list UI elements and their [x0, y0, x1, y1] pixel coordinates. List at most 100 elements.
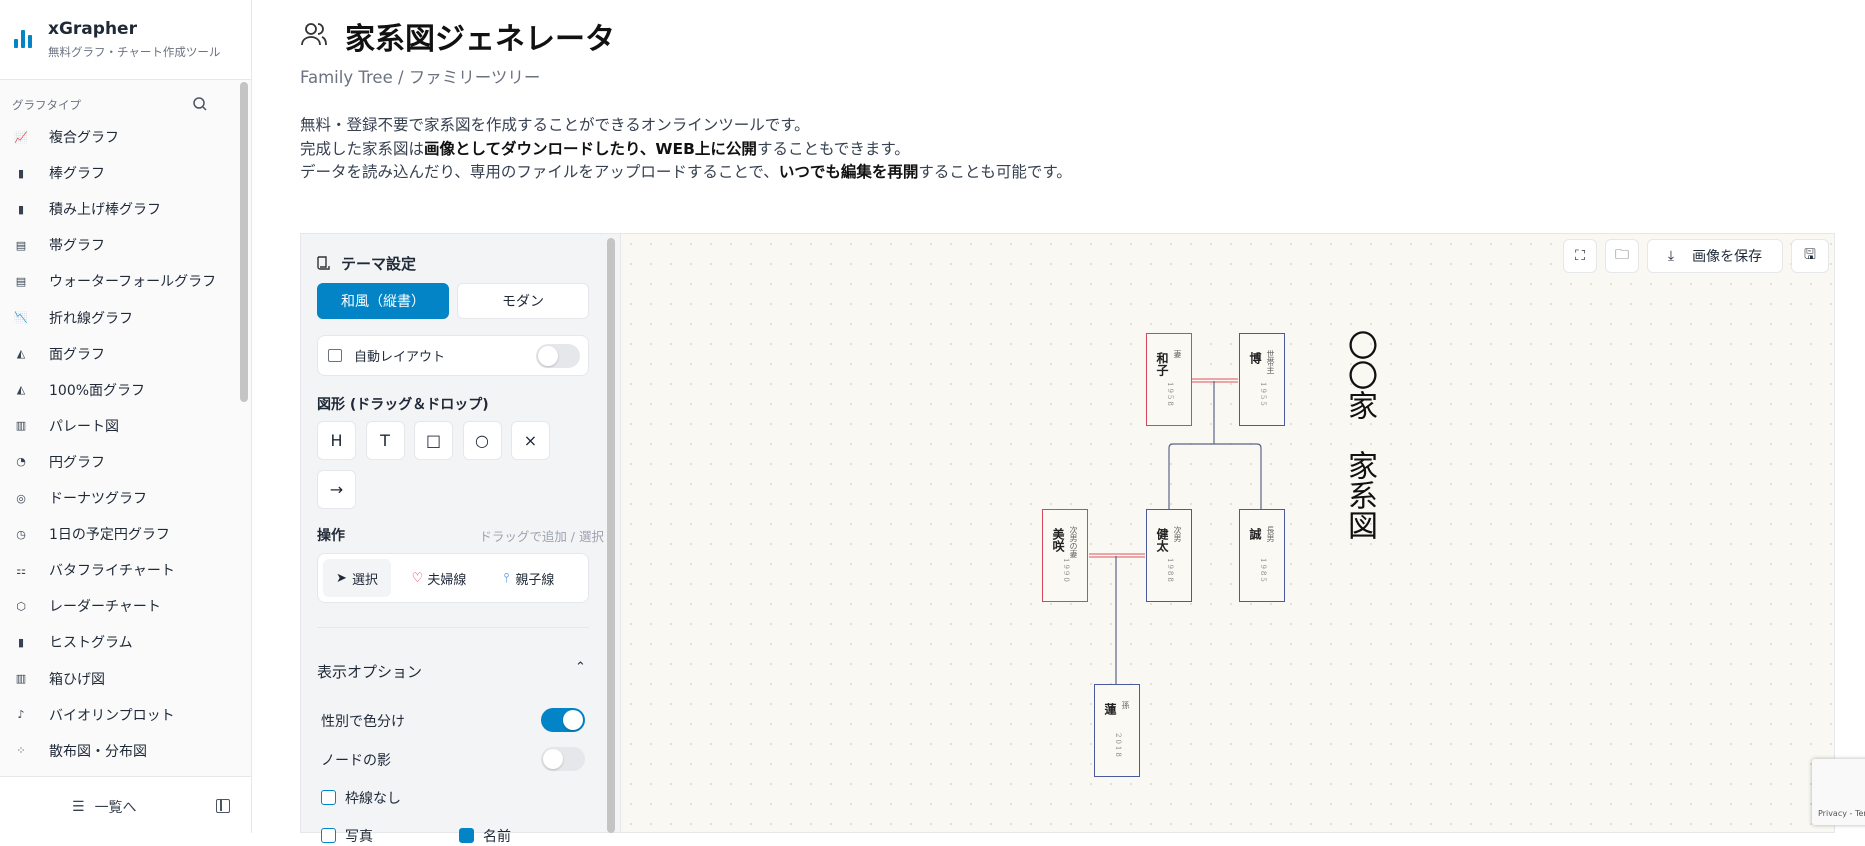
- chevron-up-icon[interactable]: ⌃: [575, 660, 586, 675]
- sidebar-item[interactable]: ▮積み上げ棒グラフ: [0, 192, 236, 226]
- sidebar-item[interactable]: ▥パレート図: [0, 409, 236, 443]
- shape-tool-button[interactable]: H: [317, 421, 356, 460]
- sidebar-item[interactable]: ▥箱ひげ図: [0, 662, 236, 696]
- person-year: 1955: [1259, 382, 1267, 408]
- bar-chart-icon: ▮: [17, 166, 25, 180]
- sidebar-item-label: 100%面グラフ: [49, 382, 146, 399]
- area-100-icon: ◭: [16, 383, 26, 397]
- save-image-button[interactable]: ⤓画像を保存: [1647, 239, 1783, 273]
- sidebar-item[interactable]: ▤ウォーターフォールグラフ: [0, 264, 236, 298]
- shape-tool-button[interactable]: ○: [462, 421, 502, 460]
- sidebar-item-label: レーダーチャート: [49, 599, 161, 616]
- shape-tool-button[interactable]: ×: [511, 421, 550, 460]
- theme-modern-button[interactable]: モダン: [457, 283, 589, 319]
- sidebar-item-label: 面グラフ: [49, 346, 105, 363]
- fullscreen-icon[interactable]: ⛶: [1563, 239, 1597, 273]
- search-icon[interactable]: [192, 96, 208, 112]
- description-text: することもできます。: [756, 139, 910, 158]
- sidebar-item[interactable]: ◭ 100%面グラフ: [0, 373, 236, 407]
- pareto-icon: ▥: [15, 419, 27, 433]
- folder-icon[interactable]: 🗀: [1605, 239, 1639, 273]
- no-border-checkbox[interactable]: [321, 790, 336, 805]
- auto-layout-row: 自動レイアウト: [317, 335, 589, 376]
- sidebar-item-label: 棒グラフ: [49, 166, 105, 183]
- sidebar-item[interactable]: ▤帯グラフ: [0, 228, 236, 262]
- theme-icon: [317, 256, 330, 270]
- histogram-icon: ▮: [17, 635, 25, 649]
- person-name: 健太: [1155, 528, 1169, 552]
- shape-tool-button[interactable]: T: [365, 421, 405, 460]
- shape-tool-button[interactable]: →: [317, 470, 356, 509]
- auto-layout-label: 自動レイアウト: [354, 350, 446, 365]
- person-name: 和子: [1155, 352, 1169, 376]
- donut-icon: ◎: [16, 491, 26, 505]
- sidebar-item[interactable]: ▮ ヒストグラム: [0, 625, 236, 659]
- sidebar-item-label: 帯グラフ: [49, 238, 105, 255]
- settings-panel: テーマ設定 和風（縦書） モダン 自動レイアウト 図形 (ドラッグ＆ドロップ) …: [300, 233, 620, 845]
- stacked-bar-icon: ▮: [17, 202, 25, 216]
- line-chart-icon: 📉: [14, 311, 28, 324]
- op-parent-child-line[interactable]: ⫯親子線: [489, 559, 569, 597]
- person-year: 1985: [1259, 558, 1267, 584]
- sidebar-item[interactable]: ◎ ドーナツグラフ: [0, 481, 236, 515]
- op-select[interactable]: ➤選択: [323, 559, 391, 597]
- shape-tool-button[interactable]: □: [414, 421, 453, 460]
- sidebar-item-label: バイオリンプロット: [49, 707, 175, 724]
- person-role: 長男: [1266, 526, 1275, 542]
- person-year: 1990: [1062, 558, 1070, 584]
- description-line: データを読み込んだり、専用のファイルをアップロードすることで、いつでも編集を再開…: [300, 160, 1072, 182]
- ops-hint: ドラッグで追加 / 選択: [479, 529, 604, 544]
- sidebar-item-label: 箱ひげ図: [49, 671, 105, 688]
- sidebar-item[interactable]: 📉 折れ線グラフ: [0, 301, 236, 335]
- cursor-icon: ➤: [336, 570, 347, 586]
- sidebar-item[interactable]: ◭面グラフ: [0, 337, 236, 371]
- sidebar-header[interactable]: xGrapher 無料グラフ・チャート作成ツール: [0, 0, 251, 80]
- description-text: することも可能です。: [918, 163, 1072, 181]
- description-line: 無料・登録不要で家系図を作成することができるオンラインツールです。: [300, 113, 810, 135]
- name-checkbox[interactable]: [459, 828, 474, 843]
- save-icon[interactable]: 🖫: [1791, 239, 1829, 273]
- sidebar-item[interactable]: ⬡レーダーチャート: [0, 589, 236, 623]
- op-couple-line[interactable]: ♡夫婦線: [399, 559, 479, 597]
- sidebar-item[interactable]: 📈複合グラフ: [0, 120, 236, 154]
- category-label: グラフタイプ: [12, 98, 81, 112]
- family-tree-canvas[interactable]: ⛶ 🗀 ⤓画像を保存 🖫: [620, 233, 1835, 833]
- collapse-sidebar-icon[interactable]: [216, 799, 230, 813]
- sidebar-item[interactable]: ▮ 棒グラフ: [0, 156, 236, 190]
- divider: [317, 627, 589, 628]
- sidebar-item-label: 円グラフ: [49, 454, 105, 471]
- photo-checkbox[interactable]: [321, 828, 336, 843]
- page-subtitle: Family Tree / ファミリーツリー: [300, 68, 541, 87]
- description-text: 無料・登録不要で家系図を作成することができるオンラインツールです。: [300, 116, 810, 134]
- auto-layout-toggle[interactable]: [536, 344, 580, 368]
- sidebar-item[interactable]: ◷1日の予定円グラフ: [0, 517, 236, 551]
- node-shadow-label: ノードの影: [321, 753, 391, 769]
- recaptcha-badge[interactable]: Privacy - Terms: [1812, 759, 1865, 825]
- sidebar-item-label: 複合グラフ: [49, 130, 119, 146]
- person-name: 蓮: [1103, 703, 1117, 715]
- sidebar-item-label: ドーナツグラフ: [49, 491, 147, 507]
- list-button[interactable]: ☰一覧へ: [72, 797, 137, 817]
- display-options-title[interactable]: 表示オプション: [317, 663, 423, 681]
- sidebar-item[interactable]: ◔円グラフ: [0, 445, 236, 479]
- sidebar-item-label: ヒストグラム: [49, 635, 133, 652]
- theme-wafu-button[interactable]: 和風（縦書）: [317, 283, 449, 319]
- panel-scrollbar[interactable]: [607, 238, 615, 833]
- person-name: 博: [1248, 352, 1262, 364]
- description-text: データを読み込んだり、専用のファイルをアップロードすることで、: [300, 163, 779, 181]
- sidebar-item[interactable]: ⚏バタフライチャート: [0, 553, 236, 587]
- page-title: 家系図ジェネレータ: [345, 22, 615, 57]
- gender-color-toggle[interactable]: [541, 708, 585, 732]
- node-shadow-toggle[interactable]: [541, 747, 585, 771]
- sidebar-item[interactable]: ⁘散布図・分布図: [0, 734, 236, 768]
- sidebar-item-label: 折れ線グラフ: [49, 310, 133, 327]
- sidebar-item[interactable]: ♪バイオリンプロット: [0, 698, 236, 732]
- app-name: xGrapher: [48, 19, 137, 39]
- sidebar-scrollbar[interactable]: [240, 82, 248, 402]
